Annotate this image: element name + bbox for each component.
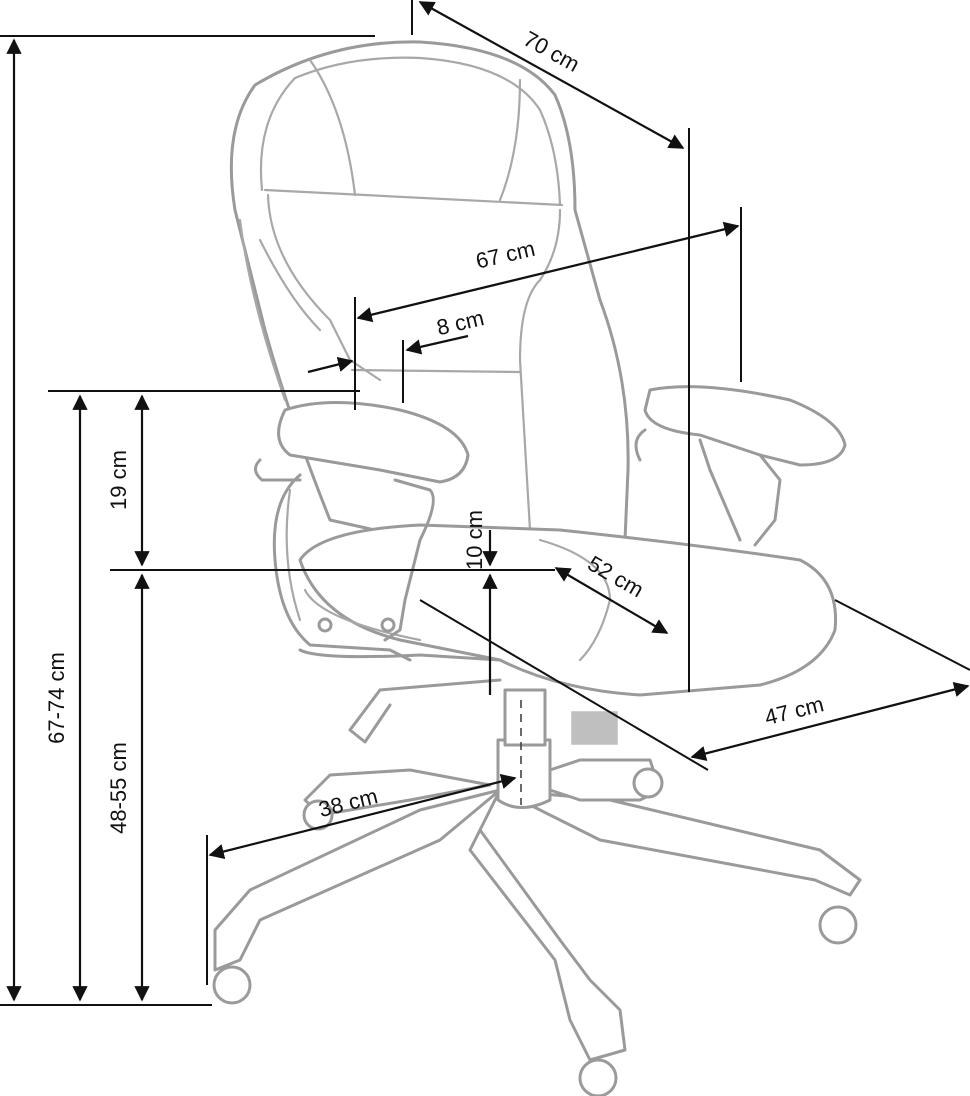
label-depth-top: 70 cm [519, 26, 584, 77]
seat-width-right-extension [834, 599, 970, 671]
label-arm-height: 19 cm [106, 450, 131, 510]
right-armrest [634, 385, 847, 547]
label-seat-thickness: 10 cm [462, 510, 487, 570]
depth-top-dimension [418, 1, 685, 149]
armrest-width-dimension [356, 221, 740, 323]
seat-width-left-extension [419, 599, 709, 771]
label-arm-width: 8 cm [434, 305, 486, 340]
left-armrest [254, 401, 470, 662]
base-radius-dimension [208, 773, 517, 860]
label-arm-floor-height: 67-74 cm [44, 652, 69, 744]
dimension-lines [0, 0, 970, 1006]
seat-depth-dimension [554, 567, 669, 634]
chair-base [212, 758, 862, 1096]
height-lever [348, 678, 502, 744]
seat [298, 523, 838, 697]
label-armrest-width: 67 cm [473, 236, 537, 274]
seat-plate [298, 648, 502, 662]
seat-width-dimension [690, 681, 970, 762]
arm-width-dimension-right [405, 334, 469, 355]
arm-width-dimension-left [307, 356, 354, 374]
label-seat-floor-height: 48-55 cm [106, 742, 131, 834]
chair-illustration [212, 40, 862, 1096]
